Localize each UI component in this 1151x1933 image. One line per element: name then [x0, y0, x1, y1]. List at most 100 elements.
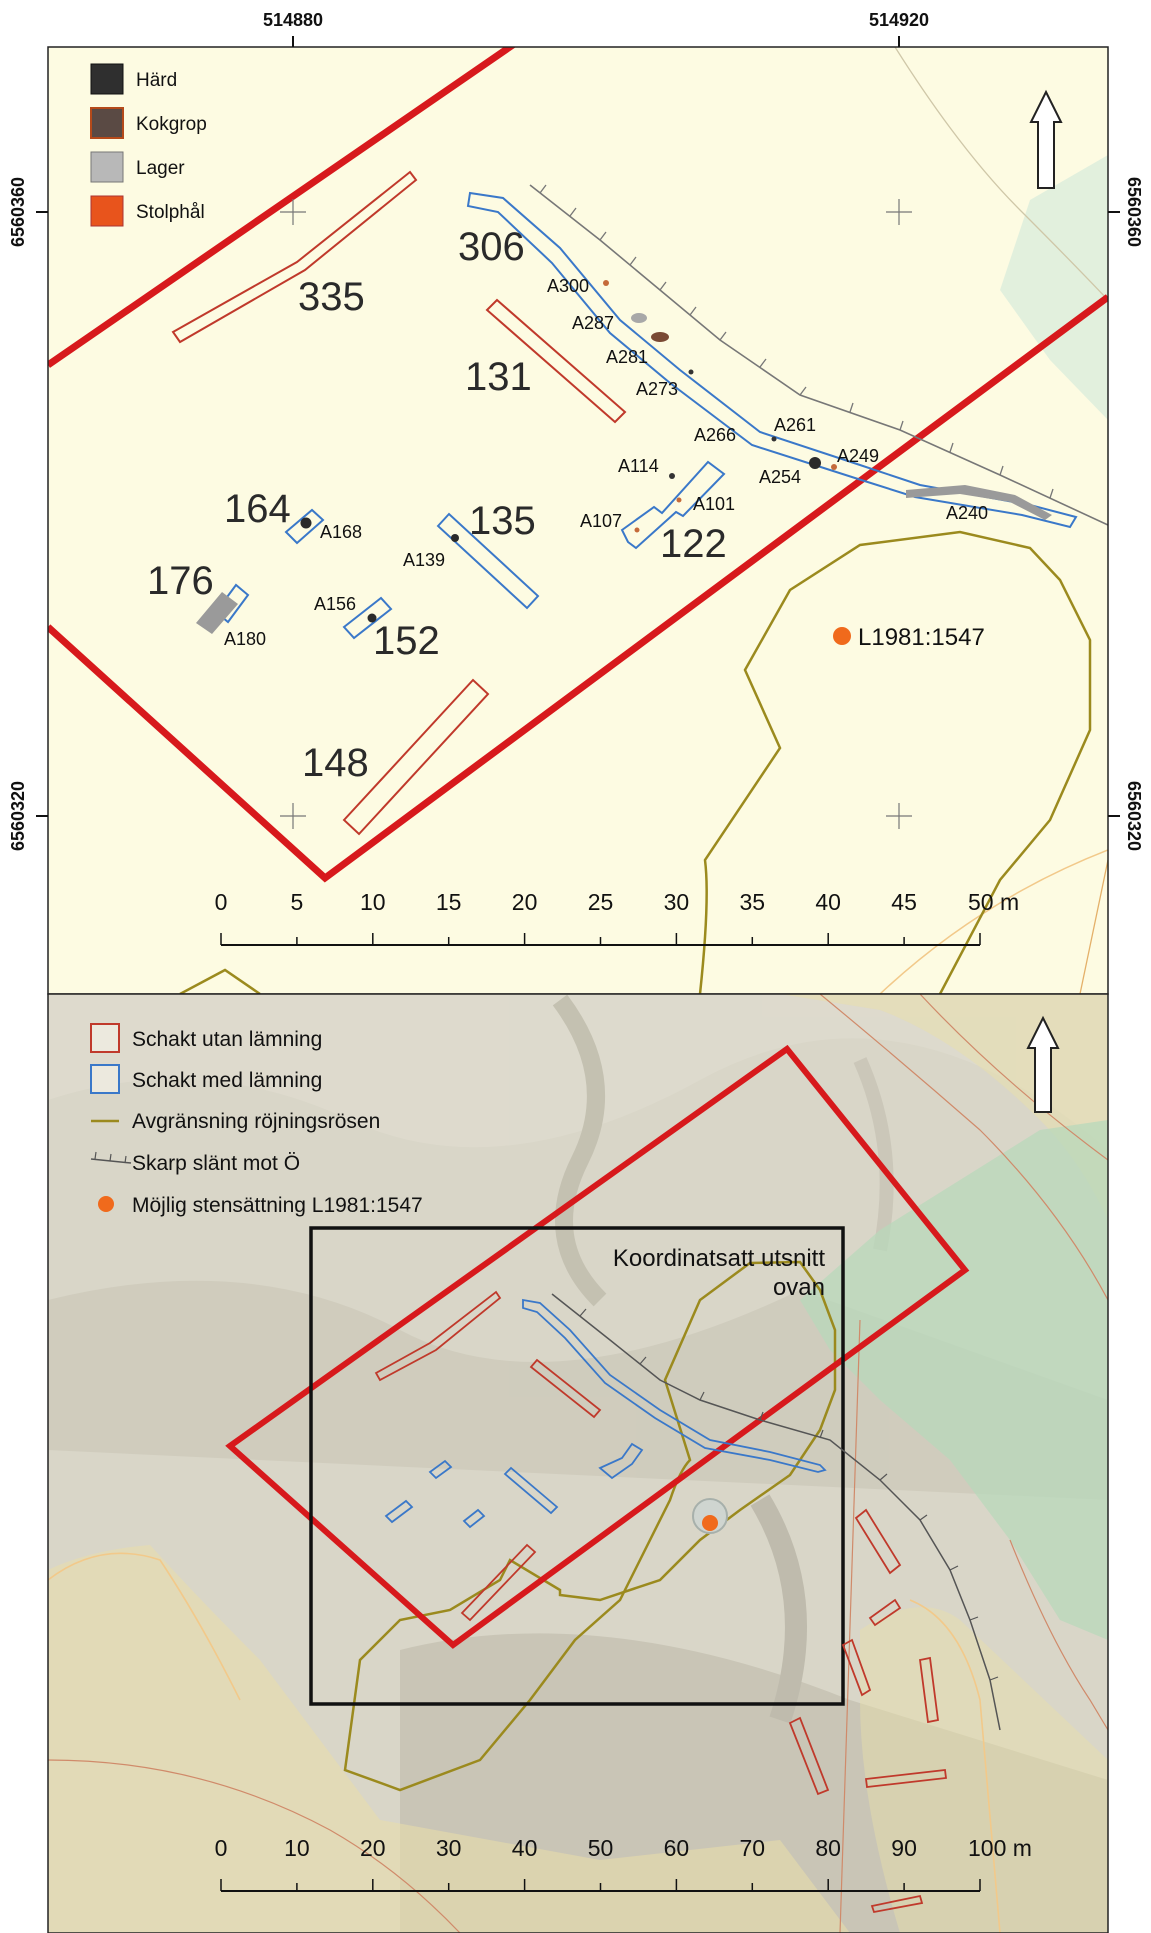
legend-label: Avgränsning röjningsrösen [132, 1110, 380, 1133]
features [196, 280, 1052, 645]
feature-label: A300 [547, 276, 589, 296]
grid-crosses [280, 199, 912, 829]
scale-bottom-tick-label: 100 m [968, 1835, 1032, 1861]
top-map-background [48, 47, 1108, 994]
legend-label: Kokgrop [136, 114, 207, 135]
legend-top: Härd Kokgrop Lager Stolphål [90, 63, 207, 227]
trenches-with-remains [384, 1298, 827, 1529]
trench-306 [466, 191, 1078, 529]
trench-152 [342, 596, 393, 640]
bottom-map-frame [47, 993, 1109, 1933]
coordinate-labels: 514880 514920 6560360 6560320 6560360 65… [8, 10, 1144, 851]
site-label: L1981:1547 [858, 624, 985, 651]
trench-122 [620, 460, 726, 550]
trench-335 [171, 170, 418, 344]
legend-label: Skarp slänt mot Ö [132, 1152, 300, 1175]
posthole-a254 [831, 464, 837, 470]
feature-label: A287 [572, 313, 614, 333]
scale-top-tick-label: 10 [360, 889, 386, 915]
green-area [1000, 155, 1108, 420]
scale-top-tick-label: 45 [891, 889, 917, 915]
trenches-without-remains [374, 1290, 948, 1914]
scale-bottom-tick-label: 50 [588, 1835, 614, 1861]
y-coordinate: 6560320 [8, 781, 28, 851]
feature-label: A266 [694, 425, 736, 445]
green-area [800, 1120, 1108, 1640]
layer-a287 [631, 313, 647, 323]
trench-label: 335 [298, 275, 365, 319]
feature-label: A249 [837, 446, 879, 466]
layer-a240 [906, 485, 1052, 520]
posthole-a300 [603, 280, 609, 286]
feature-label: A168 [320, 522, 362, 542]
yellow-zone [860, 1607, 1108, 1933]
cairn-boundary [698, 530, 1092, 994]
trenches-with-remains [214, 191, 1078, 640]
trench-label: 152 [373, 619, 440, 663]
steep-slope-line [551, 1293, 1001, 1731]
trench-label: 131 [465, 355, 532, 399]
scale-bottom-tick-label: 60 [664, 1835, 690, 1861]
hearth-a168 [300, 517, 312, 529]
yellow-zone [48, 1545, 850, 1933]
north-arrow-icon [1029, 89, 1063, 189]
scale-top-tick-label: 5 [291, 889, 304, 915]
property-lines [48, 1552, 1001, 1933]
legend-swatch-kokgrop [90, 107, 124, 139]
trench-label: 122 [660, 522, 727, 566]
cooking-pit-a281 [651, 332, 669, 342]
cairn-boundary [343, 1260, 837, 1792]
contour-line [894, 47, 1108, 301]
scale-bottom-tick-label: 10 [284, 1835, 310, 1861]
property-lines [48, 994, 1108, 1933]
scale-bottom-tick-label: 40 [512, 1835, 538, 1861]
legend-swatch-lager [90, 151, 124, 183]
feature-label: A114 [618, 456, 659, 476]
legend-label: Möjlig stensättning L1981:1547 [132, 1194, 423, 1217]
posthole-a107 [634, 527, 640, 533]
scale-bottom-tick-label: 30 [436, 1835, 462, 1861]
y-coordinate: 6560320 [1124, 781, 1144, 851]
contour-line [1079, 859, 1108, 994]
legend-bottom: Schakt utan lämning Schakt med lämning A… [90, 1023, 423, 1217]
scale-bottom-tick-label: 70 [740, 1835, 766, 1861]
legend-label: Schakt utan lämning [132, 1028, 322, 1051]
legend-label: Lager [136, 158, 185, 179]
feature-label: A240 [946, 503, 988, 523]
hearth-a139 [451, 534, 459, 542]
possible-stone-setting-marker [702, 1515, 718, 1531]
legend-label: Schakt med lämning [132, 1069, 322, 1092]
legend-swatch-stolphal [90, 195, 124, 227]
contour-line [879, 849, 1108, 994]
legend-swatch-slant [90, 1151, 132, 1164]
legend-swatch-stensattning [98, 1196, 114, 1212]
posthole-a273 [688, 369, 694, 375]
cairn-boundary [179, 968, 261, 994]
trench-label: 164 [224, 487, 291, 531]
trenches-without-remains [171, 170, 627, 836]
feature-label: A261 [774, 415, 816, 435]
feature-label: A273 [636, 379, 678, 399]
feature-label: A139 [403, 550, 445, 570]
trench-135 [436, 512, 540, 610]
feature-label: A107 [580, 511, 622, 531]
trench-label: 135 [469, 499, 536, 543]
scale-top-tick-label: 50 m [968, 889, 1019, 915]
scale-top-tick-label: 25 [588, 889, 614, 915]
feature-label: A254 [759, 467, 801, 487]
x-coordinate: 514920 [869, 10, 929, 30]
scale-top-tick-label: 20 [512, 889, 538, 915]
scale-top-tick-label: 35 [740, 889, 766, 915]
legend-swatch-hard [90, 63, 124, 95]
hearth-a156 [367, 613, 377, 623]
scale-bottom-tick-label: 90 [891, 1835, 917, 1861]
trench-164 [284, 508, 325, 545]
inset-frame [309, 1226, 845, 1706]
scale-bottom-tick-label: 20 [360, 1835, 386, 1861]
feature-label: A101 [693, 494, 735, 514]
trench-131 [485, 298, 627, 424]
layer-a180 [196, 592, 238, 634]
feature-label: A156 [314, 594, 356, 614]
